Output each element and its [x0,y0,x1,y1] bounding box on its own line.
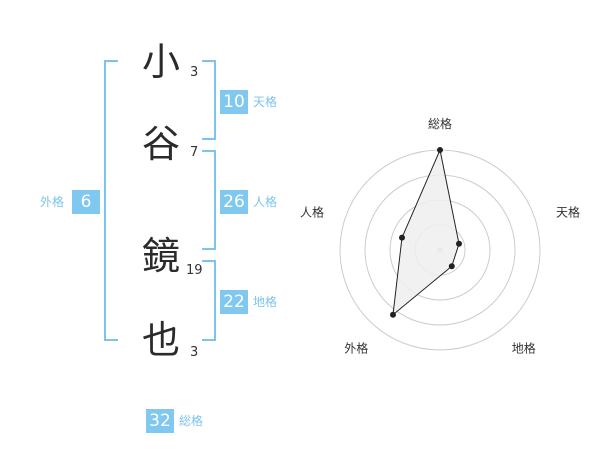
chikaku-bracket [202,260,216,341]
soukaku-value: 32 [146,409,174,433]
tenkaku-value: 10 [220,90,248,114]
stroke-count-2: 7 [190,145,199,160]
jinkaku-value: 26 [220,190,248,214]
stroke-count-3: 19 [186,263,203,278]
jinkaku-bracket [202,150,216,250]
radar-point-2 [456,240,462,247]
radar-axis-label-1: 総格 [428,116,452,131]
name-char-2: 谷 [141,122,180,166]
jinkaku-label: 人格 [253,195,278,209]
gaikaku-bracket [104,60,118,341]
radar-axis-label-4: 外格 [344,341,368,356]
chikaku-value: 22 [220,290,248,314]
radar-polygon [392,148,460,316]
tenkaku-bracket [202,60,216,140]
name-char-3: 鏡 [141,234,180,278]
radar-point-5 [399,234,405,241]
radar-axis-label-5: 人格 [300,204,324,219]
gaikaku-value: 6 [72,190,100,214]
chikaku-label: 地格 [253,295,278,309]
gaikaku-label: 外格 [40,195,65,209]
radar-axis-label-2: 天格 [556,204,580,219]
radar-shape [390,147,462,318]
radar-point-1 [437,147,443,153]
radar-point-3 [448,263,455,270]
tenkaku-label: 天格 [253,95,278,109]
radar-point-4 [390,311,396,318]
radar-axis-label-3: 地格 [512,341,536,356]
name-char-1: 小 [141,40,180,84]
stroke-count-1: 3 [190,65,199,80]
stroke-count-4: 3 [190,345,199,360]
soukaku-label: 総格 [179,414,204,428]
name-char-4: 也 [141,318,180,362]
